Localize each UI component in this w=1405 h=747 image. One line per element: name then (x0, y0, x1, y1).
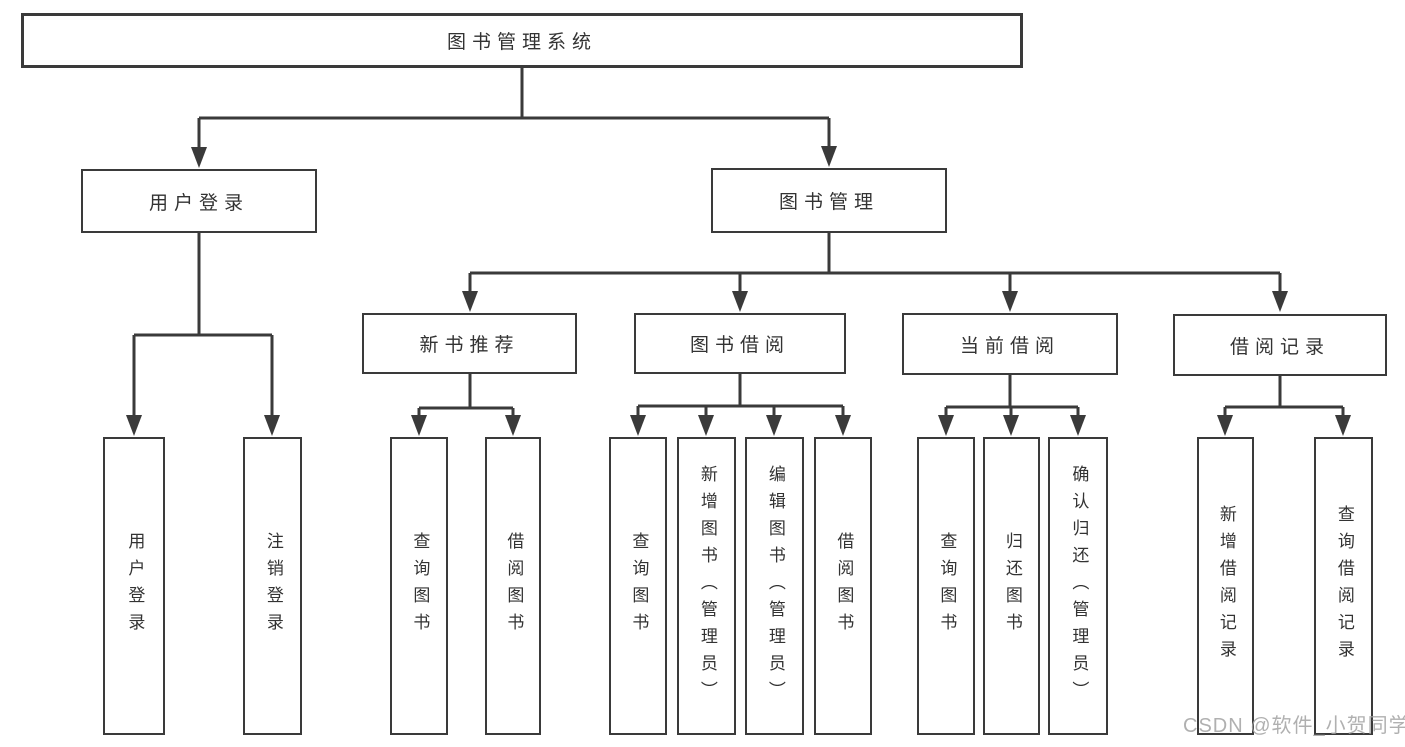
node-user-login: 用户登录 (81, 169, 317, 233)
leaf-borrow-book-recommend: 借阅图书 (485, 437, 541, 735)
connector-user-login-subtree (132, 233, 274, 419)
leaf-edit-book-admin: 编辑图书（管理员） (745, 437, 804, 735)
node-borrow-records: 借阅记录 (1173, 314, 1387, 376)
leaf-query-book-recommend: 查询图书 (390, 437, 448, 735)
connector-borrow-record-subtree (1223, 376, 1345, 419)
leaf-logout: 注销登录 (243, 437, 302, 735)
leaf-user-login: 用户登录 (103, 437, 165, 735)
leaf-add-book-admin: 新增图书（管理员） (677, 437, 736, 735)
leaf-query-book-current: 查询图书 (917, 437, 975, 735)
leaf-query-book-borrow: 查询图书 (609, 437, 667, 735)
connector-current-borrow-subtree (944, 375, 1080, 419)
node-book-borrow: 图书借阅 (634, 313, 846, 374)
watermark: CSDN @软件_小贺同学 (1183, 715, 1405, 737)
connector-root-to-level2 (197, 68, 831, 150)
leaf-query-borrow-record: 查询借阅记录 (1314, 437, 1373, 735)
connector-new-book-subtree (417, 374, 515, 419)
node-root: 图书管理系统 (21, 13, 1023, 68)
node-new-book-recommend: 新书推荐 (362, 313, 577, 374)
leaf-confirm-return-admin: 确认归还（管理员） (1048, 437, 1108, 735)
leaf-return-book: 归还图书 (983, 437, 1040, 735)
node-book-management: 图书管理 (711, 168, 947, 233)
leaf-add-borrow-record: 新增借阅记录 (1197, 437, 1254, 735)
connector-book-management-to-level3 (468, 233, 1282, 295)
leaf-borrow-book: 借阅图书 (814, 437, 872, 735)
node-current-borrow: 当前借阅 (902, 313, 1118, 375)
connector-book-borrow-subtree (636, 374, 845, 419)
